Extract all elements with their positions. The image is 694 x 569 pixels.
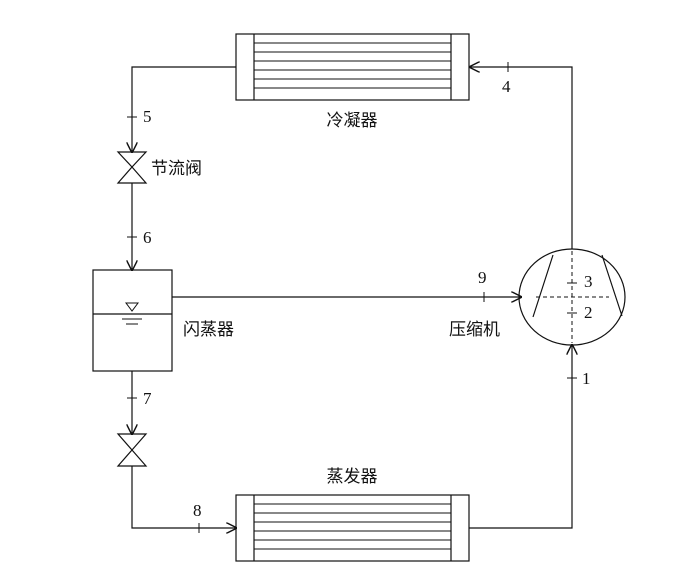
flash-tank-vessel	[92, 269, 173, 372]
pipe-5	[132, 66, 236, 152]
state-point-8: 8	[193, 501, 202, 520]
condenser-label: 冷凝器	[327, 111, 378, 131]
state-point-9: 9	[478, 268, 487, 287]
state-point-1: 1	[582, 369, 591, 388]
compressor-blade-left	[532, 254, 554, 318]
state-point-3: 3	[584, 272, 593, 291]
throttle-valve-lower	[116, 433, 148, 467]
compressor-label: 压缩机	[449, 320, 500, 340]
evaporator-tubes	[254, 503, 451, 550]
evaporator-label: 蒸发器	[327, 467, 378, 487]
throttle-valve-label: 节流阀	[151, 159, 202, 179]
state-point-5: 5	[143, 107, 152, 126]
state-point-6: 6	[143, 228, 152, 247]
condenser: 冷凝器	[235, 33, 470, 131]
state-point-7: 7	[143, 389, 152, 408]
pipe-8	[131, 466, 236, 528]
throttle-valve-upper: 节流阀	[116, 151, 202, 184]
evaporator-shell	[235, 494, 470, 562]
condenser-shell	[235, 33, 470, 101]
flash-tank: 闪蒸器	[92, 269, 234, 372]
flash-tank-label: 闪蒸器	[183, 320, 234, 340]
liquid-level-symbol	[125, 302, 139, 312]
compressor-blade-right	[601, 254, 623, 317]
pipe-1	[469, 345, 572, 529]
state-point-ticks	[127, 62, 577, 533]
condenser-tubes	[254, 42, 451, 89]
piping	[132, 67, 572, 528]
evaporator: 蒸发器	[235, 467, 470, 562]
pipe-4	[470, 67, 573, 249]
state-point-labels: 1 2 3 4 5 6 7 8 9	[143, 77, 593, 520]
state-point-2: 2	[584, 303, 593, 322]
state-point-4: 4	[502, 77, 511, 96]
